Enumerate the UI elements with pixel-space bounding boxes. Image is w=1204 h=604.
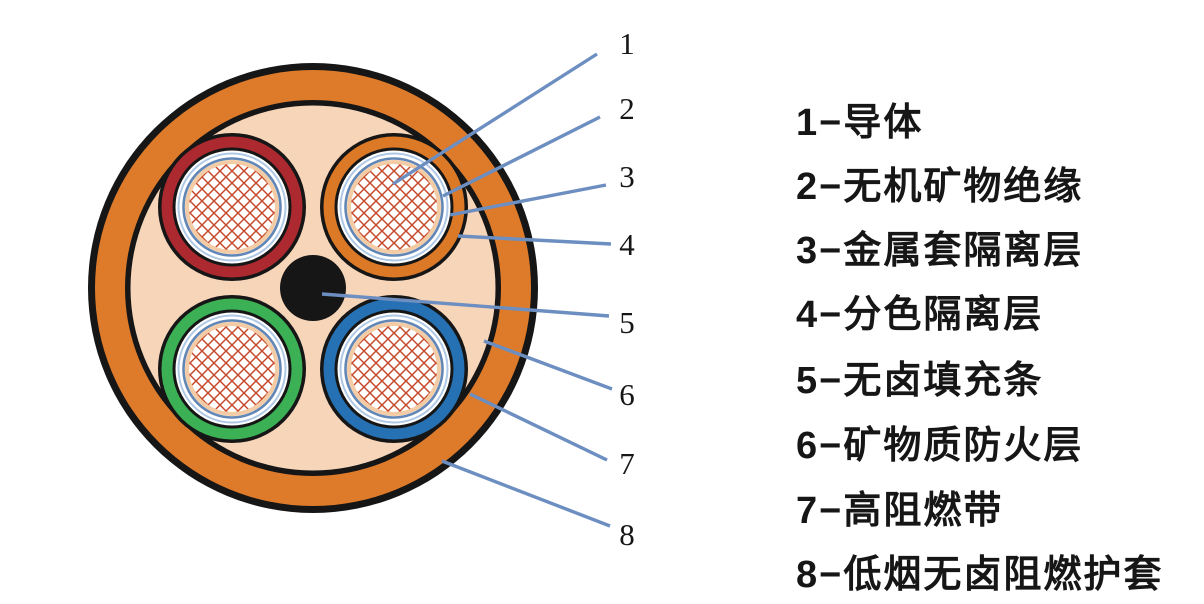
legend-item-7: 7−高阻燃带 xyxy=(796,490,1004,532)
leader-line-8 xyxy=(441,459,611,528)
callout-number-8: 8 xyxy=(619,517,635,552)
legend-item-8: 8−低烟无卤阻燃护套 xyxy=(796,554,1164,596)
leader-line-6 xyxy=(483,339,613,391)
callout-number-4: 4 xyxy=(619,227,635,262)
callout-number-1: 1 xyxy=(619,26,635,61)
callout-number-2: 2 xyxy=(619,91,635,126)
leader-line-3 xyxy=(449,183,607,217)
core-bottom-right-blue xyxy=(318,293,470,445)
callout-number-5: 5 xyxy=(619,305,635,340)
legend-item-2: 2−无机矿物绝缘 xyxy=(796,166,1084,208)
cable-diagram: 1 2 3 4 5 6 7 8 xyxy=(88,26,635,552)
callout-number-7: 7 xyxy=(619,446,635,481)
halogen-free-filler-strip xyxy=(280,255,346,321)
core-top-left-red xyxy=(156,131,308,283)
leader-line-1 xyxy=(392,52,598,186)
legend-item-5: 5−无卤填充条 xyxy=(796,360,1044,402)
core-top-right-orange xyxy=(318,131,470,283)
callout-number-3: 3 xyxy=(619,159,635,194)
legend-item-4: 4−分色隔离层 xyxy=(796,294,1044,336)
leader-line-7 xyxy=(469,392,608,462)
legend-item-1: 1−导体 xyxy=(796,102,924,144)
leader-line-2 xyxy=(442,115,601,198)
legend-item-6: 6−矿物质防火层 xyxy=(796,425,1084,467)
callout-number-6: 6 xyxy=(619,377,635,412)
leader-line-4 xyxy=(457,234,612,246)
leader-line-5 xyxy=(321,292,610,318)
core-bottom-left-green xyxy=(156,293,308,445)
legend-item-3: 3−金属套隔离层 xyxy=(796,230,1084,272)
